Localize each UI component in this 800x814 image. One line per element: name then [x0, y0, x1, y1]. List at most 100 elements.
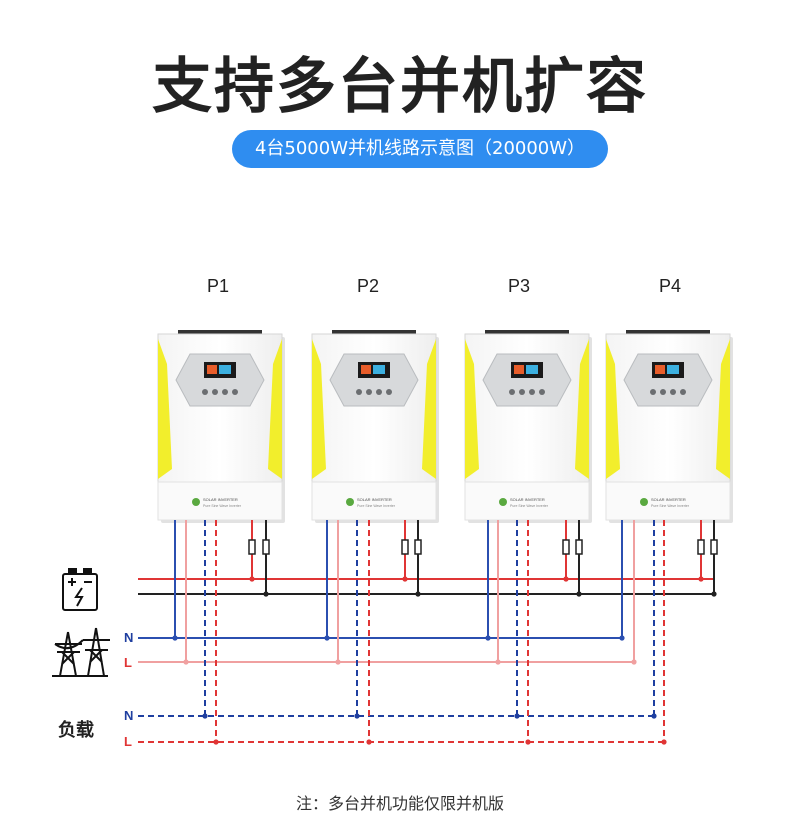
panel-button	[539, 389, 545, 395]
panel-button	[670, 389, 676, 395]
panel-button	[356, 389, 362, 395]
control-panel	[329, 353, 419, 407]
left-yellow-panel	[606, 339, 620, 479]
right-yellow-panel	[716, 339, 730, 479]
top-vent	[485, 330, 569, 335]
unit-label-p1: P1	[206, 276, 230, 296]
left-yellow-panel	[312, 339, 326, 479]
footnote: 注：多台并机功能仅限并机版	[295, 794, 504, 813]
panel-button	[509, 389, 515, 395]
junction-dot	[619, 635, 625, 641]
panel-button	[212, 389, 218, 395]
grid-n-label: N	[124, 630, 134, 645]
junction-dot	[525, 739, 531, 745]
brand-logo-icon	[346, 498, 354, 506]
junction-dot	[366, 739, 372, 745]
fuse-icon	[575, 539, 583, 555]
brand-tagline: Pure Sine Wave Inverter	[510, 504, 549, 508]
panel-button	[660, 389, 666, 395]
junction-dot	[415, 591, 421, 597]
junction-dot	[263, 591, 269, 597]
right-yellow-panel	[422, 339, 436, 479]
junction-dot	[202, 713, 208, 719]
junction-dot	[651, 713, 657, 719]
unit-label-p3: P3	[507, 276, 531, 296]
junction-dot	[249, 576, 255, 582]
subtitle-badge: 4台5000W并机线路示意图（20000W）	[232, 130, 608, 168]
panel-button	[376, 389, 382, 395]
brand-tagline: Pure Sine Wave Inverter	[357, 504, 396, 508]
panel-button	[650, 389, 656, 395]
panel-button	[222, 389, 228, 395]
right-yellow-panel	[575, 339, 589, 479]
brand-logo-icon	[192, 498, 200, 506]
brand-text: SOLAR INVERTER	[510, 497, 545, 502]
brand-text: SOLAR INVERTER	[651, 497, 686, 502]
fuse-icon	[562, 539, 570, 555]
junction-dot	[324, 635, 330, 641]
junction-dot	[402, 576, 408, 582]
unit-wiring	[324, 520, 422, 745]
inverter-unit: SOLAR INVERTER Pure Sine Wave Inverter	[157, 330, 285, 523]
top-vent	[626, 330, 710, 335]
fuse-icon	[262, 539, 270, 555]
fuse-icon	[248, 539, 256, 555]
top-vent	[178, 330, 262, 335]
bottom-panel	[605, 481, 731, 521]
load-label: 负载	[58, 720, 94, 741]
brand-logo-icon	[499, 498, 507, 506]
junction-dot	[354, 713, 360, 719]
brand-logo-icon	[640, 498, 648, 506]
fuse-icon	[697, 539, 705, 555]
junction-dot	[514, 713, 520, 719]
brand-text: SOLAR INVERTER	[203, 497, 238, 502]
bottom-panel	[464, 481, 590, 521]
panel-button	[386, 389, 392, 395]
fuse-icon	[710, 539, 718, 555]
brand-tagline: Pure Sine Wave Inverter	[651, 504, 690, 508]
junction-dot	[576, 591, 582, 597]
junction-dot	[631, 659, 637, 665]
panel-button	[232, 389, 238, 395]
unit-label-p4: P4	[658, 276, 682, 296]
panel-button	[366, 389, 372, 395]
junction-dot	[711, 591, 717, 597]
brand-tagline: Pure Sine Wave Inverter	[203, 504, 242, 508]
panel-button	[202, 389, 208, 395]
junction-dot	[213, 739, 219, 745]
junction-dot	[563, 576, 569, 582]
unit-wiring	[172, 520, 270, 745]
junction-dot	[183, 659, 189, 665]
junction-dot	[335, 659, 341, 665]
page-title: 支持多台并机扩容	[152, 52, 648, 122]
bottom-panel	[157, 481, 283, 521]
panel-button	[519, 389, 525, 395]
junction-dot	[172, 635, 178, 641]
power-tower-icon	[52, 627, 110, 677]
panel-button	[680, 389, 686, 395]
control-panel	[482, 353, 572, 407]
junction-dot	[485, 635, 491, 641]
grid-l-label: L	[124, 655, 132, 670]
unit-label-p2: P2	[356, 276, 380, 296]
unit-wiring	[485, 520, 583, 745]
bottom-panel	[311, 481, 437, 521]
unit-wiring	[619, 520, 718, 745]
battery-icon	[62, 568, 98, 611]
control-panel	[175, 353, 265, 407]
panel-button	[529, 389, 535, 395]
inverter-unit: SOLAR INVERTER Pure Sine Wave Inverter	[464, 330, 592, 523]
left-yellow-panel	[465, 339, 479, 479]
right-yellow-panel	[268, 339, 282, 479]
junction-dot	[698, 576, 704, 582]
load-n-label: N	[124, 708, 134, 723]
fuse-icon	[414, 539, 422, 555]
junction-dot	[495, 659, 501, 665]
inverter-unit: SOLAR INVERTER Pure Sine Wave Inverter	[605, 330, 733, 523]
inverter-unit: SOLAR INVERTER Pure Sine Wave Inverter	[311, 330, 439, 523]
load-l-label: L	[124, 734, 132, 749]
brand-text: SOLAR INVERTER	[357, 497, 392, 502]
control-panel	[623, 353, 713, 407]
left-yellow-panel	[158, 339, 172, 479]
